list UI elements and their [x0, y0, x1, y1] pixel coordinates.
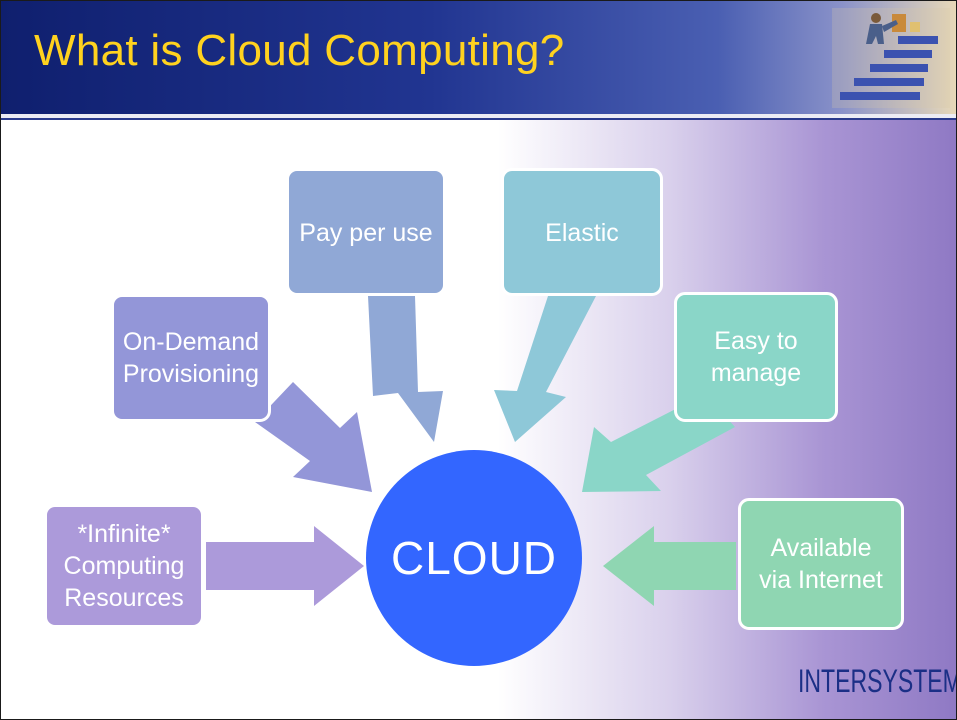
node-label-line: Available [770, 534, 872, 562]
node-label-line: Provisioning [122, 360, 260, 388]
title-divider-dark [0, 118, 957, 120]
node-label-line: Computing [63, 552, 185, 580]
arrow-internet-to-cloud [603, 526, 736, 606]
node-available-via-internet: Available via Internet [738, 498, 904, 630]
node-label-line: *Infinite* [77, 520, 171, 548]
arrow-ondemand-to-cloud [255, 382, 372, 492]
arrow-elastic-to-cloud [494, 296, 596, 442]
node-pay-per-use: Pay per use [286, 168, 446, 296]
arrow-pay-to-cloud [368, 296, 443, 442]
node-easy-to-manage: Easy to manage [674, 292, 838, 422]
node-label-line: via Internet [759, 566, 883, 594]
cloud-center-node: CLOUD [366, 450, 582, 666]
node-label: Pay per use [299, 219, 433, 247]
node-label: Elastic [545, 219, 619, 247]
intersystems-logo: INTERSYSTEMS [798, 663, 957, 699]
person-on-stairs-icon [832, 8, 950, 108]
node-label-line: manage [710, 359, 802, 387]
cloud-label: CLOUD [390, 532, 558, 584]
title-divider [0, 114, 957, 118]
slide-title: What is Cloud Computing? [34, 26, 565, 75]
node-label-line: Resources [64, 584, 184, 612]
node-on-demand-provisioning: On-Demand Provisioning [111, 294, 271, 422]
arrow-infinite-to-cloud [206, 526, 364, 606]
node-elastic: Elastic [501, 168, 663, 296]
node-infinite-computing-resources: *Infinite* Computing Resources [44, 504, 204, 628]
node-label-line: Easy to [714, 327, 798, 355]
title-bar [0, 0, 957, 114]
node-label-line: On-Demand [122, 328, 260, 356]
